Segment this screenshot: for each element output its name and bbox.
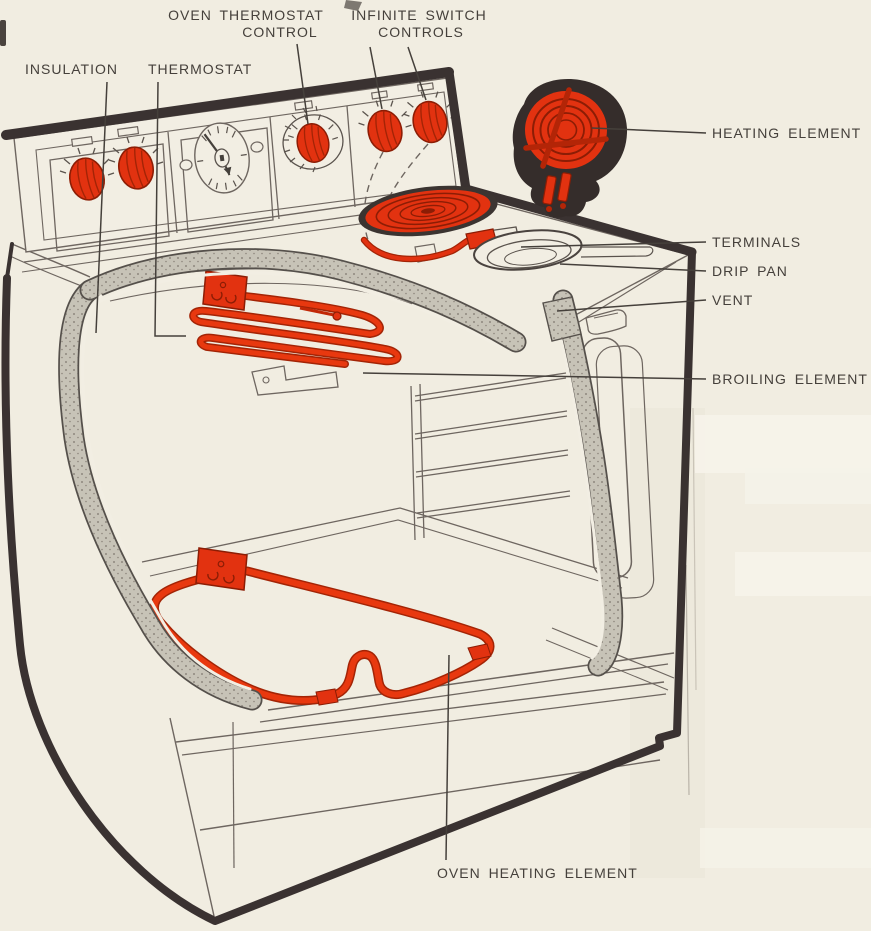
insulation-band-left xyxy=(59,281,261,709)
leader-thermostat xyxy=(154,81,186,337)
leader-lines xyxy=(95,43,707,861)
labels: INSULATION THERMOSTAT OVEN THERMOSTAT CO… xyxy=(25,7,868,881)
leader-heating-element xyxy=(591,127,707,134)
insulation-band-right xyxy=(554,291,622,675)
burner-supply-cable xyxy=(362,237,473,261)
label-oven-thermostat-control-line1: OVEN THERMOSTAT xyxy=(168,7,324,23)
surface-burner-coil xyxy=(358,185,498,237)
thermostat-sensor-probe xyxy=(299,306,335,317)
leader-broiling-element xyxy=(362,372,707,380)
leader-oven-thermostat-control xyxy=(296,43,309,125)
clock-button-left xyxy=(179,159,193,171)
scan-artifacts xyxy=(0,0,697,796)
label-terminals: TERMINALS xyxy=(712,234,801,250)
label-heating-element: HEATING ELEMENT xyxy=(712,125,861,141)
oven-racks xyxy=(410,372,571,541)
label-infinite-switch-line1: INFINITE SWITCH xyxy=(351,7,486,23)
label-drip-pan: DRIP PAN xyxy=(712,263,788,279)
leader-infinite-switch-1 xyxy=(369,46,383,110)
label-infinite-switch-line2: CONTROLS xyxy=(378,24,464,40)
surface-unit-assembly xyxy=(358,185,654,271)
broiling-element xyxy=(189,270,402,396)
element-terminal-prong-2 xyxy=(557,172,572,202)
insulation-band-top xyxy=(81,249,525,351)
label-oven-thermostat-control-line2: CONTROL xyxy=(242,24,317,40)
leader-oven-heating-element xyxy=(445,654,450,861)
backsplash-control-panel xyxy=(13,77,463,253)
broil-terminal-plate xyxy=(202,270,248,311)
indicator-windows xyxy=(71,82,435,148)
oven-thermostat-dial-ring xyxy=(282,105,344,173)
drip-pan-bracket xyxy=(580,246,654,258)
insulation-cutaway xyxy=(58,248,624,711)
label-vent: VENT xyxy=(712,292,753,308)
label-oven-heating-element: OVEN HEATING ELEMENT xyxy=(437,865,638,881)
drip-pan xyxy=(473,229,583,271)
leader-vent xyxy=(556,299,707,312)
lifted-heating-element xyxy=(512,79,628,218)
bake-terminal-plate xyxy=(195,547,248,591)
control-linkage-dashes xyxy=(363,143,429,241)
broil-support-bracket xyxy=(251,365,339,396)
leader-terminals xyxy=(520,241,707,248)
element-terminal-prong-1 xyxy=(542,175,557,205)
clock-button-right xyxy=(250,141,264,153)
leader-infinite-switch-2 xyxy=(407,46,427,101)
leader-drip-pan xyxy=(559,263,707,272)
label-broiling-element: BROILING ELEMENT xyxy=(712,371,868,387)
label-thermostat: THERMOSTAT xyxy=(148,61,252,77)
leader-insulation xyxy=(95,81,108,334)
label-insulation: INSULATION xyxy=(25,61,118,77)
door-hinge-bracket xyxy=(585,309,627,335)
clock-timer-dial xyxy=(194,122,250,194)
